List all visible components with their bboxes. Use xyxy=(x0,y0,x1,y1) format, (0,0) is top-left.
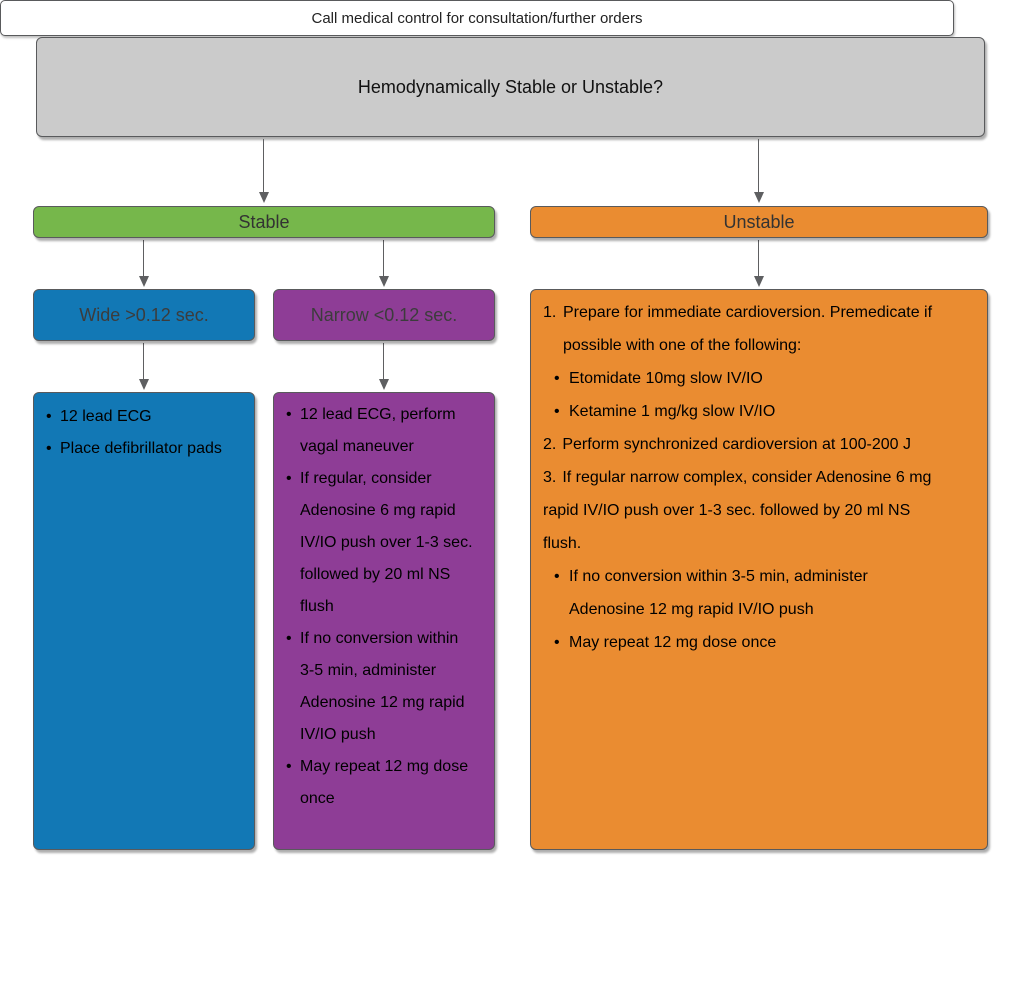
list-item-text: If no conversion within 3-5 min, adminis… xyxy=(300,630,465,743)
narrow-actions-list: • 12 lead ECG, perform vagal maneuver • … xyxy=(284,399,474,815)
step-text: Perform synchronized cardioversion at 10… xyxy=(562,436,911,453)
arrow-question-to-unstable xyxy=(753,139,765,203)
narrow-header-text: Narrow <0.12 sec. xyxy=(310,304,458,325)
list-item: • If regular, consider Adenosine 6 mg ra… xyxy=(284,463,474,623)
bullet-marker: • xyxy=(554,568,560,585)
bullet-marker: • xyxy=(286,406,292,423)
bullet-marker: • xyxy=(554,370,560,387)
bullet-marker: • xyxy=(46,440,52,457)
step-item: 2. Perform synchronized cardioversion at … xyxy=(543,428,947,461)
step-text: If no conversion within 3-5 min, adminis… xyxy=(569,568,868,618)
list-item: • May repeat 12 mg dose once xyxy=(284,751,474,815)
narrow-actions-node: • 12 lead ECG, perform vagal maneuver • … xyxy=(273,392,495,850)
step-item: • Ketamine 1 mg/kg slow IV/IO xyxy=(543,395,949,428)
arrow-question-to-stable xyxy=(258,139,270,203)
list-item: • Place defibrillator pads xyxy=(44,433,250,465)
bullet-marker: • xyxy=(286,470,292,487)
wide-actions-list: • 12 lead ECG • Place defibrillator pads xyxy=(44,401,250,465)
bullet-marker: • xyxy=(46,408,52,425)
step-text: If regular narrow complex, consider Aden… xyxy=(543,469,932,552)
step-text: Ketamine 1 mg/kg slow IV/IO xyxy=(569,403,776,420)
list-item-text: Place defibrillator pads xyxy=(60,440,222,457)
unstable-branch-node: Unstable xyxy=(530,206,988,238)
arrow-unstable-to-steps xyxy=(753,240,765,287)
unstable-label: Unstable xyxy=(723,211,795,232)
arrow-narrow-to-actions xyxy=(378,343,390,390)
step-text: May repeat 12 mg dose once xyxy=(569,634,777,651)
wide-actions-node: • 12 lead ECG • Place defibrillator pads xyxy=(33,392,255,850)
bullet-marker: • xyxy=(286,758,292,775)
list-item-text: 12 lead ECG xyxy=(60,408,152,425)
list-item-text: May repeat 12 mg dose once xyxy=(300,758,469,807)
step-text: Prepare for immediate cardioversion. Pre… xyxy=(563,304,933,354)
list-item-text: 12 lead ECG, perform vagal maneuver xyxy=(300,406,456,455)
step-marker: 2. xyxy=(543,436,557,453)
step-item: 3.If regular narrow complex, consider Ad… xyxy=(543,461,947,560)
list-item: • If no conversion within 3-5 min, admin… xyxy=(284,623,474,751)
step-item: • May repeat 12 mg dose once xyxy=(543,626,949,659)
arrow-wide-to-actions xyxy=(138,343,150,390)
wide-complex-header-node: Wide >0.12 sec. xyxy=(33,289,255,341)
question-text: Hemodynamically Stable or Unstable? xyxy=(357,76,664,97)
list-item: • 12 lead ECG, perform vagal maneuver xyxy=(284,399,474,463)
narrow-complex-header-node: Narrow <0.12 sec. xyxy=(273,289,495,341)
list-item-text: If regular, consider Adenosine 6 mg rapi… xyxy=(300,470,473,615)
arrow-stable-to-wide xyxy=(138,240,150,287)
step-text: Etomidate 10mg slow IV/IO xyxy=(569,370,763,387)
bullet-marker: • xyxy=(286,630,292,647)
stable-label: Stable xyxy=(238,211,290,232)
bullet-marker: • xyxy=(554,403,560,420)
stable-branch-node: Stable xyxy=(33,206,495,238)
step-marker: 1. xyxy=(543,304,557,321)
footer-node: Call medical control for consultation/fu… xyxy=(0,0,954,36)
step-marker: 3. xyxy=(543,469,557,486)
bullet-marker: • xyxy=(554,634,560,651)
unstable-steps-node: 1. Prepare for immediate cardioversion. … xyxy=(530,289,988,850)
footer-text: Call medical control for consultation/fu… xyxy=(311,9,643,27)
wide-header-text: Wide >0.12 sec. xyxy=(79,304,209,325)
question-node: Hemodynamically Stable or Unstable? xyxy=(36,37,985,137)
step-item: • Etomidate 10mg slow IV/IO xyxy=(543,362,949,395)
list-item: • 12 lead ECG xyxy=(44,401,250,433)
step-item: 1. Prepare for immediate cardioversion. … xyxy=(543,296,955,362)
step-item: • If no conversion within 3-5 min, admin… xyxy=(543,560,937,626)
arrow-stable-to-narrow xyxy=(378,240,390,287)
